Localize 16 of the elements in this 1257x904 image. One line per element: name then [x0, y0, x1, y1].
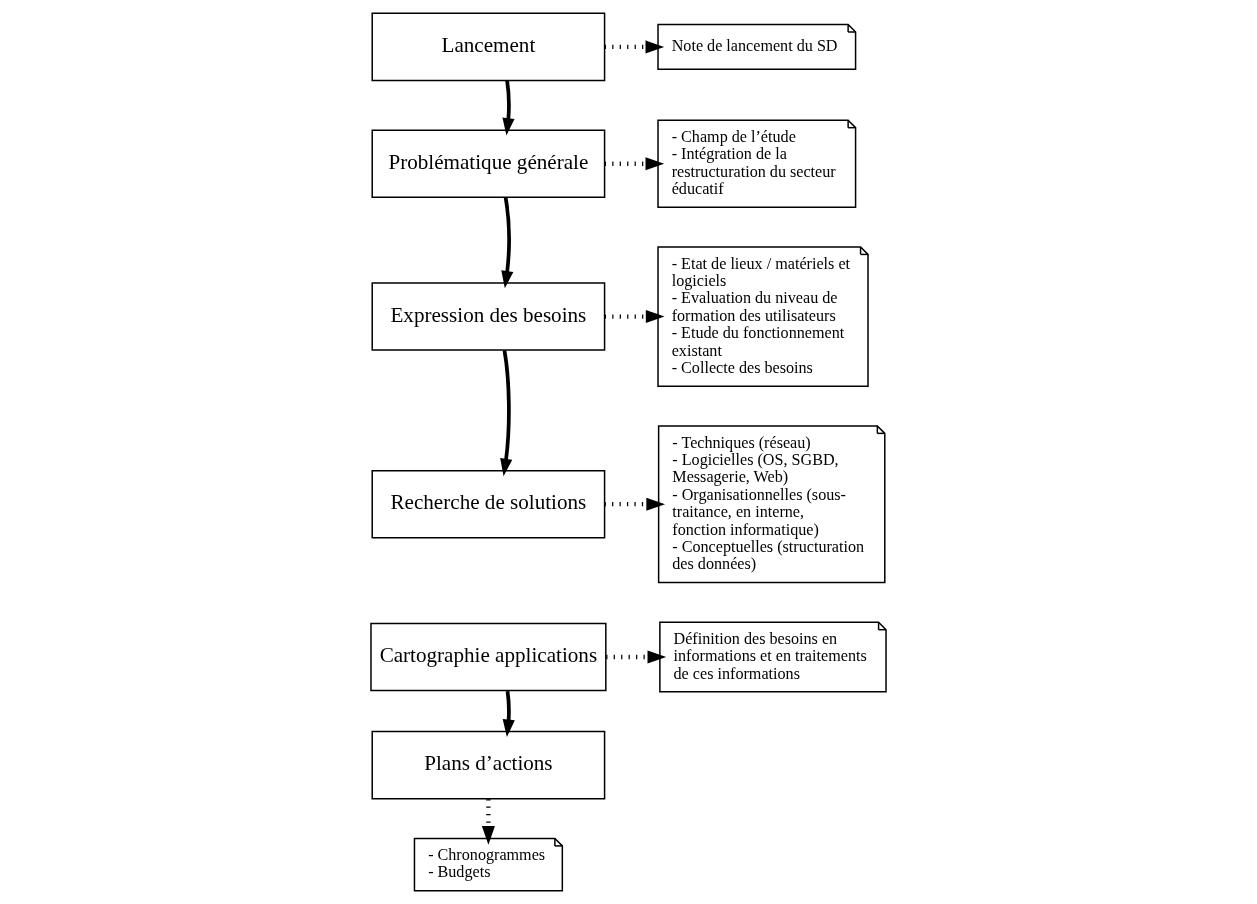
arrow [604, 310, 665, 324]
arrow [501, 197, 514, 289]
node-box: Cartographie applications [370, 622, 607, 692]
node-box: Problématique générale [371, 129, 606, 198]
arrow [604, 497, 666, 511]
arrow [604, 40, 665, 54]
arrow [604, 157, 665, 171]
arrow [502, 80, 515, 136]
node-box: Expression des besoins [371, 282, 606, 351]
node-box: Lancement [371, 12, 606, 82]
node-box: Recherche de solutions [371, 469, 606, 539]
arrow [502, 690, 515, 738]
arrow [606, 650, 667, 664]
node-box: Plans d’actions [371, 730, 606, 800]
arrow [500, 350, 513, 477]
arrow [481, 799, 495, 845]
